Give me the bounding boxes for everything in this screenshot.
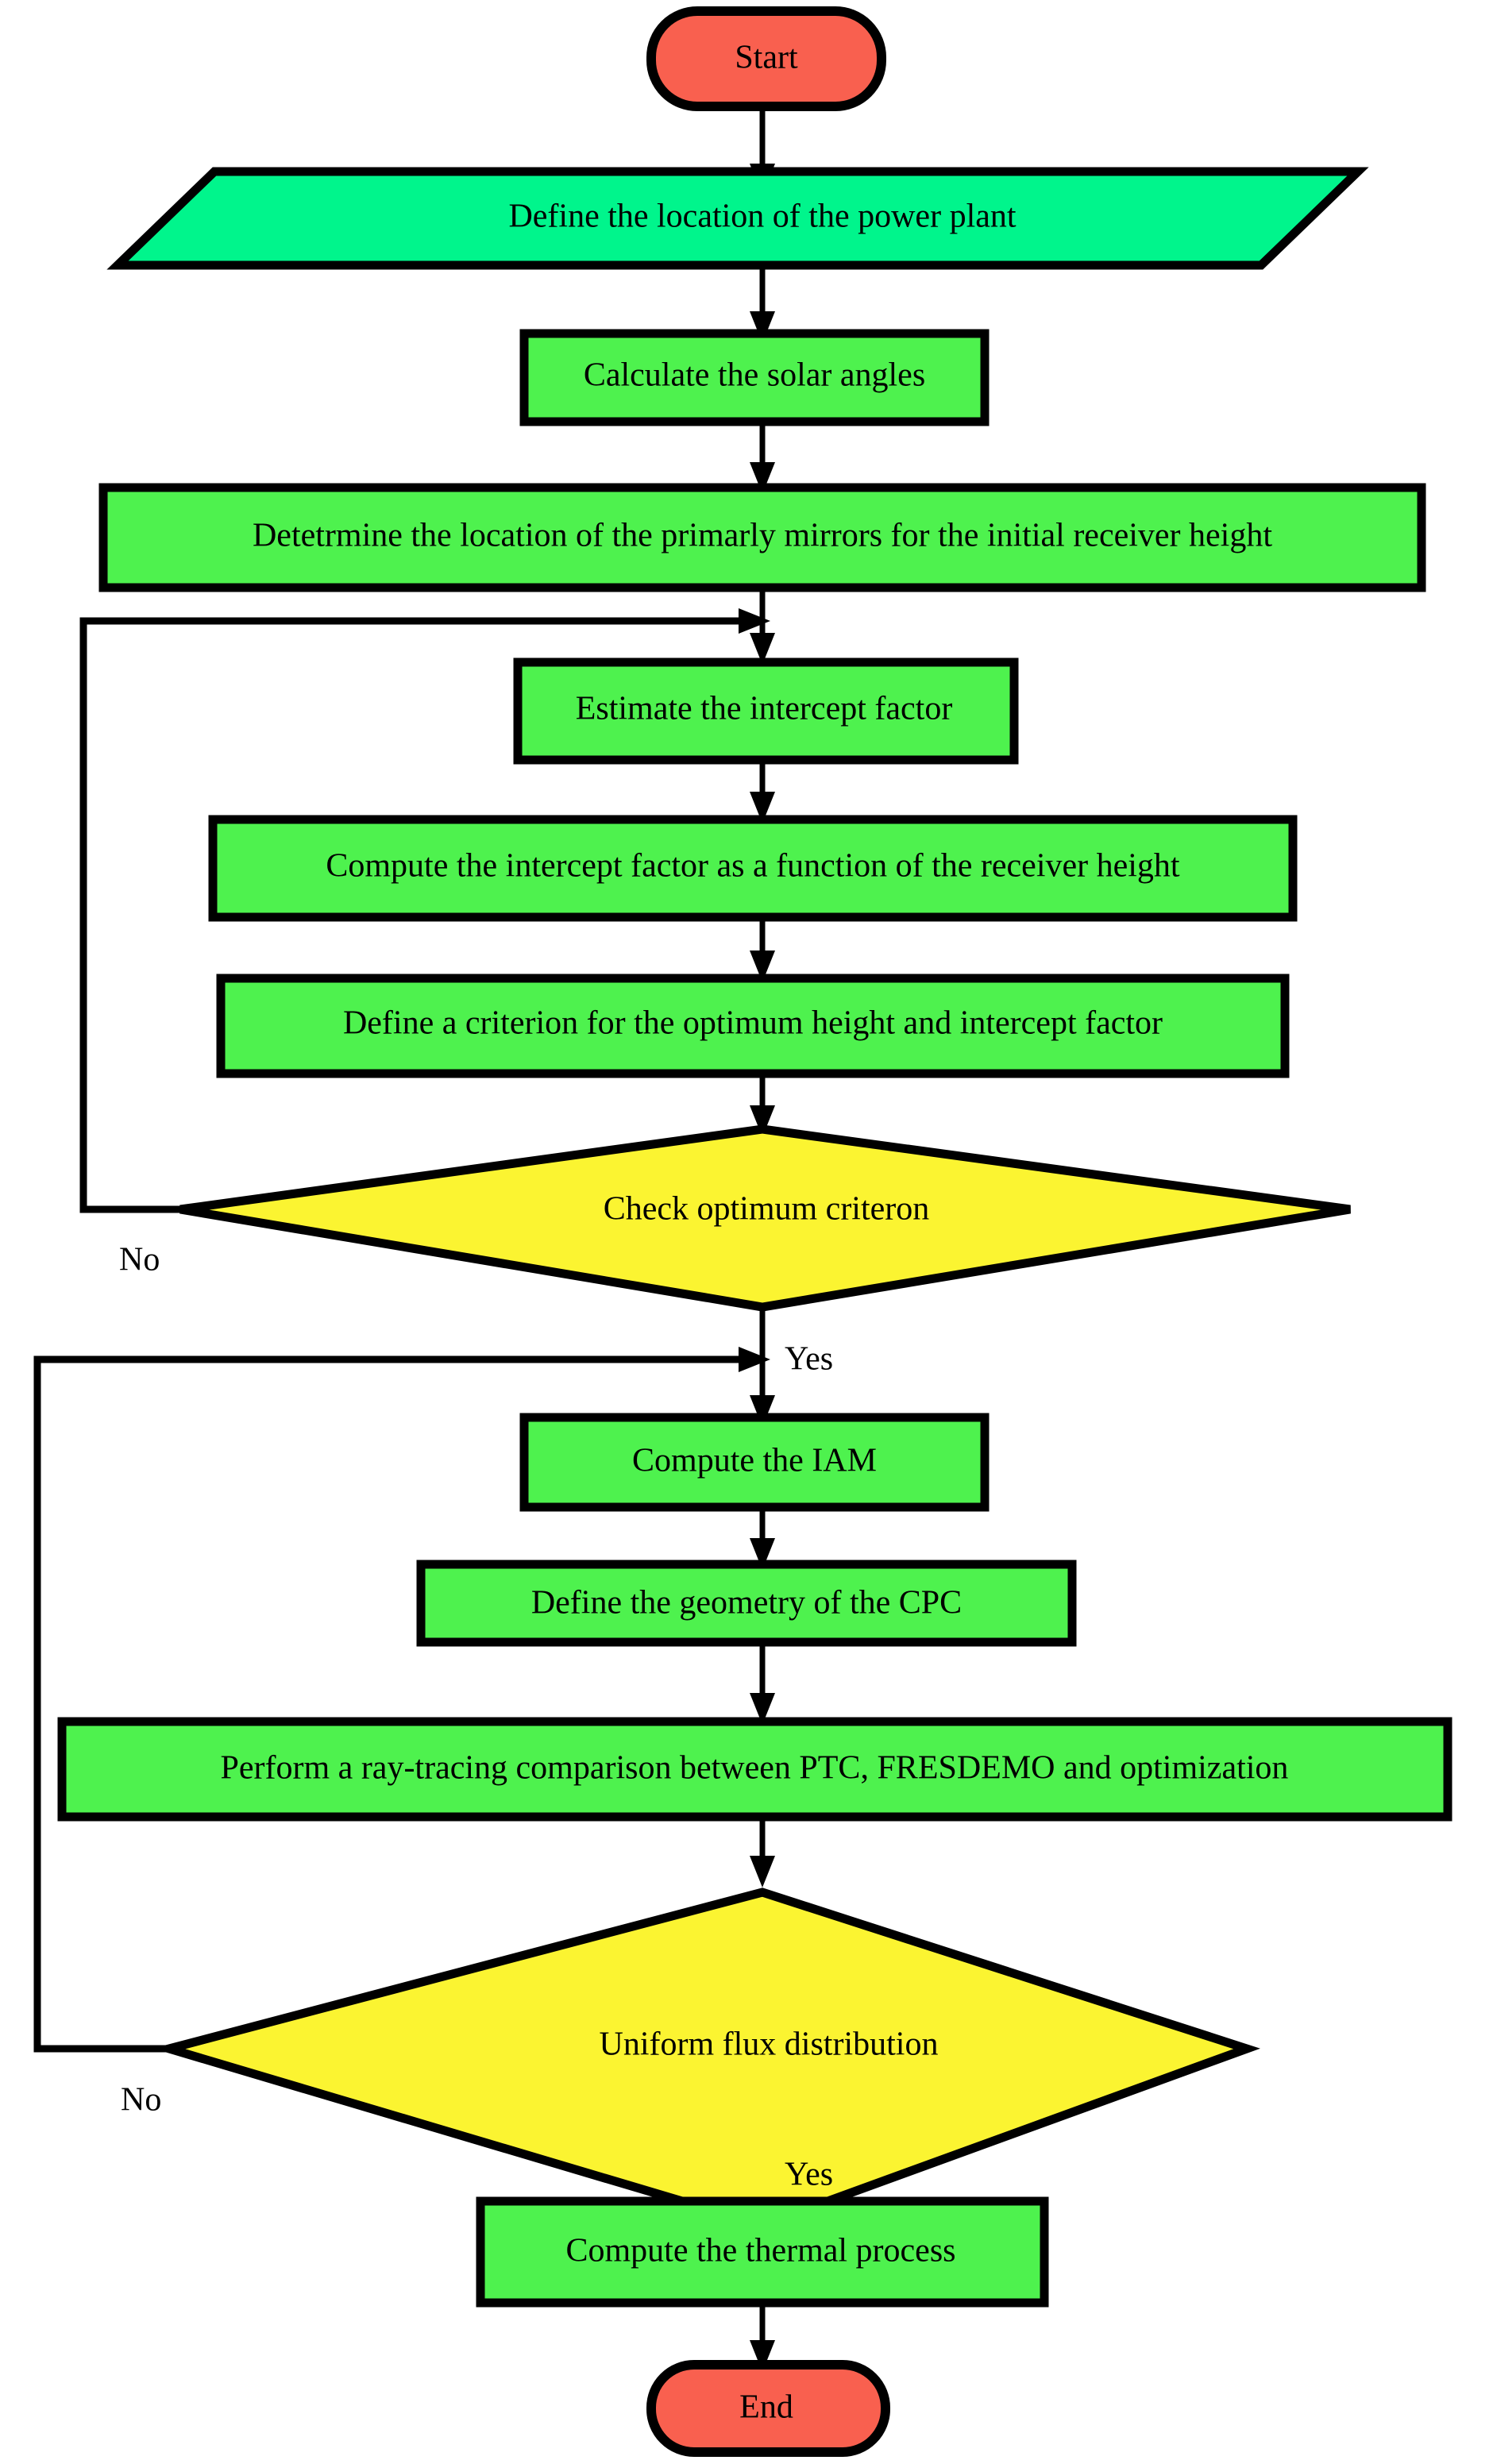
node-check-optimum-criterion-label: Check optimum criteron [604,1191,930,1228]
edge-thermal-to-end [750,2303,775,2372]
edge-criterion-to-check-optimum [750,1074,775,1137]
node-determine-mirrors[interactable]: Detetrmine the location of the primarly … [98,483,1426,592]
edge-uniform-no-loop [33,1347,770,2053]
edge-label-uniform-no: No [121,2082,161,2119]
edge-label-check-no: No [119,1242,160,1278]
node-define-location[interactable]: Define the location of the power plant [106,167,1369,270]
node-define-cpc-geometry[interactable]: Define the geometry of the CPC [416,1560,1077,1647]
node-perform-ray-tracing[interactable]: Perform a ray-tracing comparison between… [57,1717,1452,1822]
node-define-criterion-label: Define a criterion for the optimum heigh… [343,1005,1163,1042]
node-perform-ray-tracing-label: Perform a ray-tracing comparison between… [221,1750,1289,1787]
node-calculate-solar-angles-label: Calculate the solar angles [584,357,925,394]
node-calculate-solar-angles[interactable]: Calculate the solar angles [519,329,990,426]
node-define-criterion[interactable]: Define a criterion for the optimum heigh… [216,974,1290,1078]
edge-check-optimum-yes-to-iam [750,1307,775,1427]
node-compute-intercept-factor[interactable]: Compute the intercept factor as a functi… [208,815,1298,922]
edge-cpc-to-raytrace [750,1642,775,1725]
node-compute-iam[interactable]: Compute the IAM [519,1413,990,1512]
node-estimate-intercept-factor[interactable]: Estimate the intercept factor [513,657,1019,765]
node-compute-intercept-factor-label: Compute the intercept factor as a functi… [326,848,1180,885]
node-start[interactable]: Start [646,6,886,111]
edge-iam-to-cpc [750,1507,775,1570]
edge-estimate-to-compute-intercept [750,760,775,823]
edge-label-check-yes: Yes [785,1341,833,1378]
edge-angles-to-mirrors [750,422,775,494]
node-end[interactable]: End [646,2360,890,2457]
edge-label-uniform-yes: Yes [785,2157,833,2193]
node-determine-mirrors-label: Detetrmine the location of the primarly … [253,518,1272,554]
node-check-optimum-criterion[interactable]: Check optimum criteron [179,1124,1351,1312]
node-define-cpc-geometry-label: Define the geometry of the CPC [531,1585,962,1621]
edge-mirrors-to-estimate [750,588,775,665]
node-define-location-label: Define the location of the power plant [508,199,1016,235]
node-estimate-intercept-factor-label: Estimate the intercept factor [576,691,953,727]
node-start-label: Start [735,40,798,76]
node-compute-thermal-process[interactable]: Compute the thermal process [476,2196,1049,2308]
node-end-label: End [739,2389,793,2426]
edge-location-to-angles [750,265,775,343]
edge-check-optimum-no-loop [79,608,770,1213]
node-compute-thermal-process-label: Compute the thermal process [565,2233,955,2269]
node-uniform-flux-distribution[interactable]: Uniform flux distribution [152,1888,1260,2230]
edge-label-layer: No Yes No Yes [119,1242,833,2193]
edge-compute-intercept-to-criterion [750,917,775,982]
connector-layer [33,106,775,2372]
node-uniform-flux-distribution-label: Uniform flux distribution [600,2026,939,2063]
edge-raytrace-to-uniform [750,1817,775,1888]
node-compute-iam-label: Compute the IAM [632,1443,877,1479]
